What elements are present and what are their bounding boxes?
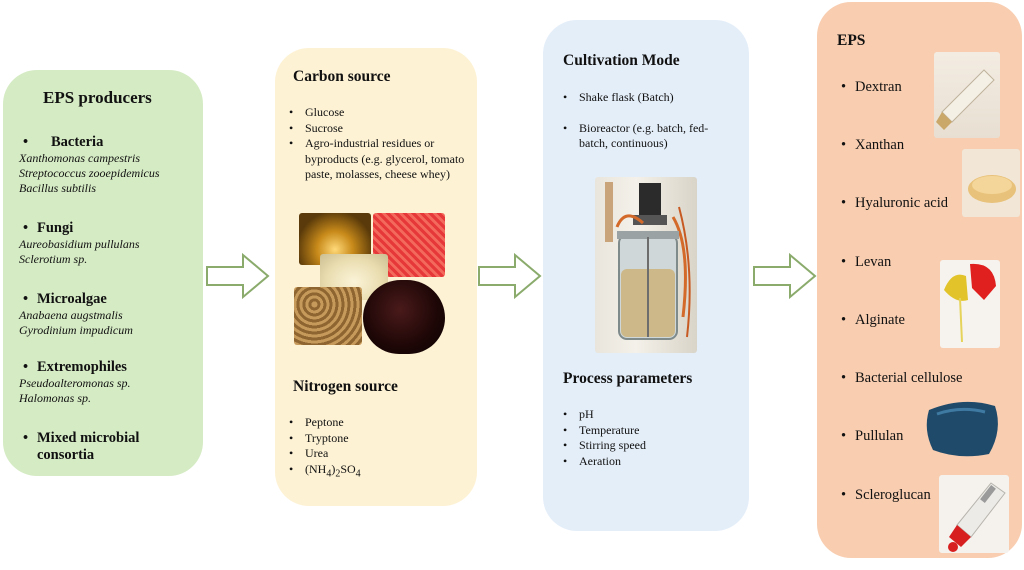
bullet: • bbox=[841, 195, 847, 211]
eps-item-dextran: •Dextran bbox=[841, 79, 902, 95]
species-item: Gyrodinium impudicum bbox=[19, 323, 133, 337]
param-item: pH bbox=[561, 407, 737, 423]
nitrogen-item-ammonium-sulfate: (NH4)2SO4 bbox=[287, 462, 467, 482]
eps-item-pullulan: •Pullulan bbox=[841, 428, 904, 444]
bullet: • bbox=[23, 134, 29, 150]
param-item: Temperature bbox=[561, 423, 737, 439]
producer-group-bacteria: • Bacteria Xanthomonas campestris Strepto… bbox=[19, 134, 160, 196]
nitrogen-item: Peptone bbox=[287, 415, 467, 431]
bullet: • bbox=[841, 312, 847, 328]
flow-arrow-2 bbox=[478, 252, 542, 300]
bullet: • bbox=[841, 254, 847, 270]
param-item: Aeration bbox=[561, 454, 737, 470]
mode-item: Shake flask (Batch) bbox=[561, 90, 737, 106]
producer-group-mixed: • Mixed microbial consortia bbox=[23, 430, 173, 464]
bullet: • bbox=[23, 220, 29, 236]
bullet: • bbox=[841, 370, 847, 386]
xanthan-photo bbox=[962, 149, 1020, 217]
residues-photo bbox=[294, 287, 362, 345]
group-name: Microalgae bbox=[37, 291, 107, 307]
producers-title: EPS producers bbox=[43, 88, 152, 107]
eps-item-scleroglucan: •Scleroglucan bbox=[841, 487, 931, 503]
eps-item-hyaluronic-acid: •Hyaluronic acid bbox=[841, 195, 949, 211]
eps-item-levan: •Levan bbox=[841, 254, 892, 270]
bullet: • bbox=[841, 487, 847, 503]
producer-group-fungi: • Fungi Aureobasidium pullulans Sclerotiu… bbox=[19, 220, 140, 267]
carbon-item: Agro-industrial residues or byproducts (… bbox=[287, 136, 467, 183]
nitrogen-source-title: Nitrogen source bbox=[293, 378, 398, 395]
producer-group-extremophiles: • Extremophiles Pseudoalteromonas sp. Hal… bbox=[19, 359, 131, 406]
pullulan-photo bbox=[923, 396, 1003, 460]
group-name: Extremophiles bbox=[37, 359, 127, 375]
species-item: Aureobasidium pullulans bbox=[19, 237, 140, 251]
producer-group-microalgae: • Microalgae Anabaena augstmalis Gyrodini… bbox=[19, 291, 133, 338]
flow-arrow-3 bbox=[753, 252, 817, 300]
bullet: • bbox=[841, 79, 847, 95]
bullet: • bbox=[841, 137, 847, 153]
bullet: • bbox=[23, 291, 29, 307]
carbon-item: Glucose bbox=[287, 105, 467, 121]
species-item: Pseudoalteromonas sp. bbox=[19, 376, 131, 390]
group-name: Bacteria bbox=[51, 134, 104, 150]
nitrogen-item: Urea bbox=[287, 446, 467, 462]
bioreactor-photo bbox=[595, 177, 697, 353]
species-item: Bacillus subtilis bbox=[19, 181, 97, 195]
dextran-photo bbox=[934, 52, 1000, 138]
producers-panel: EPS producers • Bacteria Xanthomonas camp… bbox=[3, 70, 203, 476]
species-item: Anabaena augstmalis bbox=[19, 308, 123, 322]
species-item: Halomonas sp. bbox=[19, 391, 92, 405]
cultivation-mode-list: Shake flask (Batch) Bioreactor (e.g. bat… bbox=[561, 90, 737, 152]
carbon-source-title: Carbon source bbox=[293, 68, 391, 85]
bullet: • bbox=[23, 359, 29, 375]
group-name: Fungi bbox=[37, 220, 74, 236]
param-item: Stirring speed bbox=[561, 438, 737, 454]
group-name: Mixed microbial consortia bbox=[37, 430, 140, 463]
eps-item-xanthan: •Xanthan bbox=[841, 137, 905, 153]
bullet: • bbox=[23, 430, 29, 446]
flow-arrow-1 bbox=[206, 252, 270, 300]
eps-title: EPS bbox=[837, 32, 866, 49]
hyaluronic-acid-photo bbox=[940, 260, 1000, 348]
eps-panel: EPS •Dextran •Xanthan •Hyaluronic acid •… bbox=[817, 2, 1022, 558]
bioreactor-illustration bbox=[605, 182, 691, 340]
bullet: • bbox=[841, 428, 847, 444]
species-item: Streptococcus zooepidemicus bbox=[19, 166, 160, 180]
nitrogen-item: Tryptone bbox=[287, 431, 467, 447]
media-panel: Carbon source Glucose Sucrose Agro-indus… bbox=[275, 48, 477, 506]
mode-item: Bioreactor (e.g. batch, fed-batch, conti… bbox=[561, 121, 737, 152]
process-parameters-list: pH Temperature Stirring speed Aeration bbox=[561, 407, 737, 469]
nitrogen-source-list: Peptone Tryptone Urea (NH4)2SO4 bbox=[287, 415, 467, 481]
molasses-photo bbox=[363, 280, 445, 354]
eps-item-alginate: •Alginate bbox=[841, 312, 905, 328]
cultivation-panel: Cultivation Mode Shake flask (Batch) Bio… bbox=[543, 20, 749, 531]
process-parameters-title: Process parameters bbox=[563, 370, 693, 387]
carbon-item: Sucrose bbox=[287, 121, 467, 137]
scleroglucan-photo bbox=[939, 475, 1009, 553]
eps-item-bacterial-cellulose: •Bacterial cellulose bbox=[841, 370, 963, 386]
species-item: Sclerotium sp. bbox=[19, 252, 88, 266]
species-item: Xanthomonas campestris bbox=[19, 151, 140, 165]
carbon-source-list: Glucose Sucrose Agro-industrial residues… bbox=[287, 105, 467, 183]
cultivation-mode-title: Cultivation Mode bbox=[563, 52, 680, 69]
